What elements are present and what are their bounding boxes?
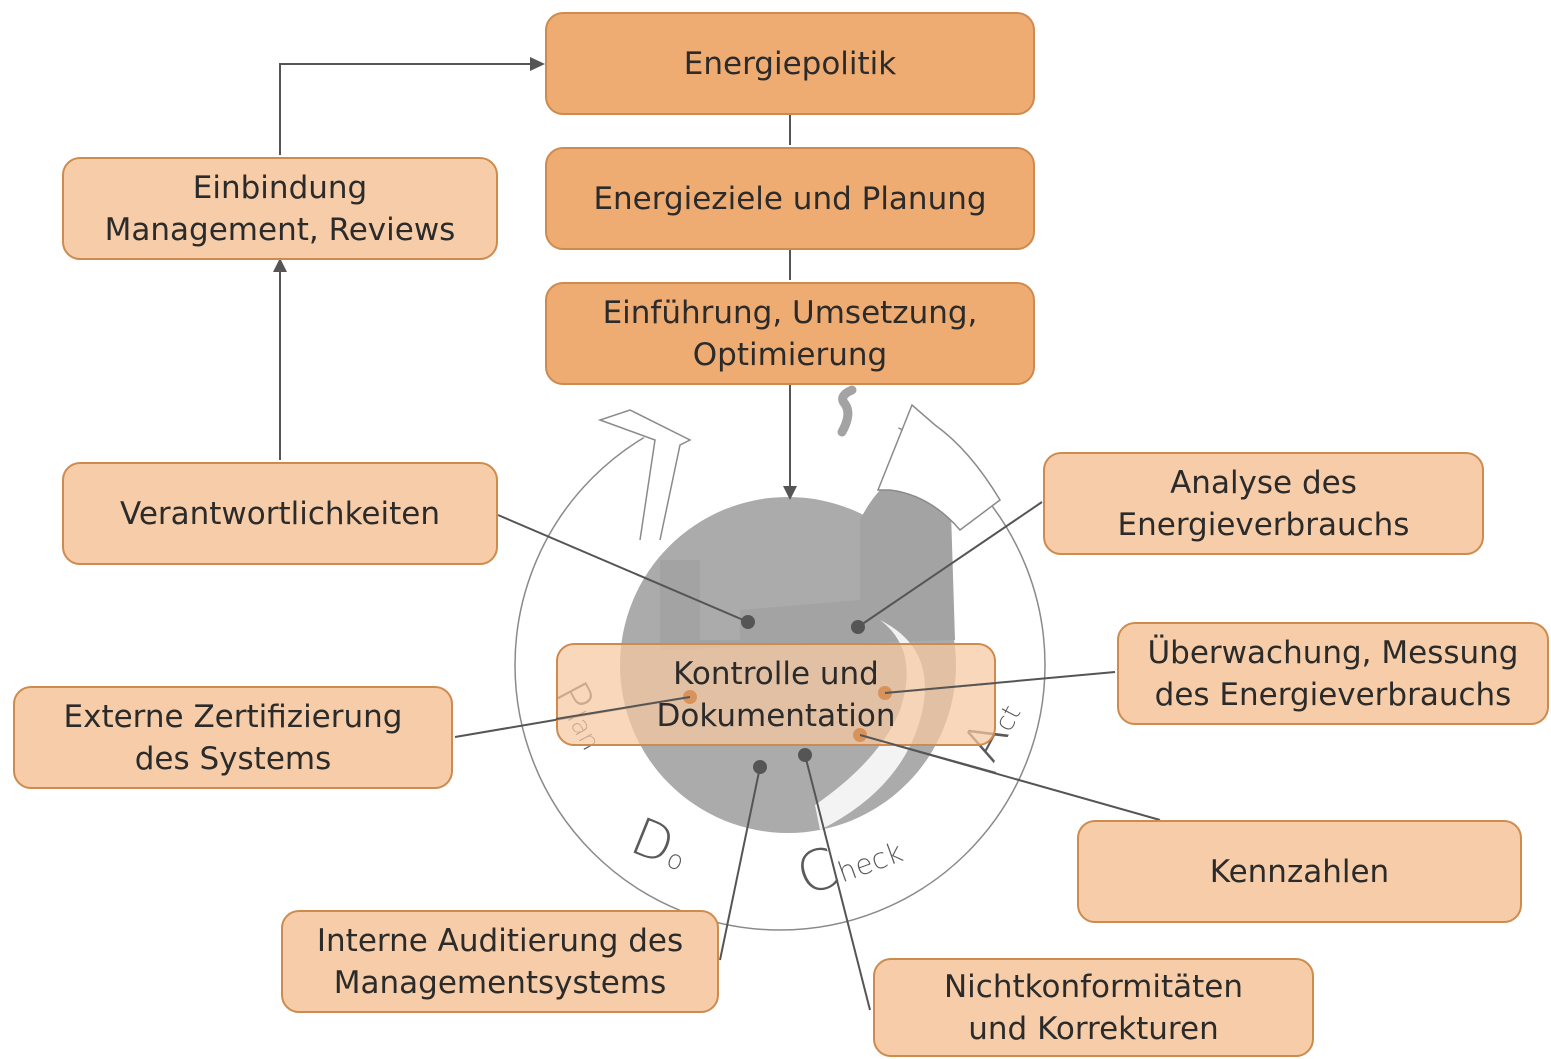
- box-energieziele: Energieziele und Planung: [545, 147, 1035, 250]
- arrowhead-up-einbindung: [273, 258, 287, 272]
- line-interne: [719, 766, 761, 961]
- box-interne: Interne Auditierung des Managementsystem…: [281, 910, 719, 1013]
- box-energiepolitik: Energiepolitik: [545, 12, 1035, 115]
- box-einfuehrung: Einführung, Umsetzung, Optimierung: [545, 282, 1035, 385]
- box-ueberwachung: Überwachung, Messung des Energieverbrauc…: [1117, 622, 1549, 725]
- arrowhead-right-energiepolitik: [530, 57, 545, 71]
- smoke-icon: [837, 385, 857, 437]
- line-analyse: [857, 501, 1043, 628]
- box-analyse: Analyse des Energieverbrauchs: [1043, 452, 1484, 555]
- box-verantwortlichkeiten: Verantwortlichkeiten: [62, 462, 498, 565]
- plan-arrow: [597, 409, 692, 541]
- line-nichtkonform: [804, 754, 871, 1011]
- box-externe: Externe Zertifizierung des Systems: [13, 686, 453, 789]
- line-verantwortlichkeiten: [497, 514, 749, 623]
- arrowhead-down-cycle: [783, 486, 797, 500]
- box-kontrolle: Kontrolle und Dokumentation: [556, 643, 996, 746]
- act-arrow: [876, 403, 1001, 532]
- box-kennzahlen: Kennzahlen: [1077, 820, 1522, 923]
- factory-silhouette: [660, 470, 955, 650]
- line-einbindung-energiepolitik: [279, 63, 533, 155]
- box-einbindung: Einbindung Management, Reviews: [62, 157, 498, 260]
- box-nichtkonform: Nichtkonformitäten und Korrekturen: [873, 958, 1314, 1057]
- ring-gap: [600, 390, 900, 470]
